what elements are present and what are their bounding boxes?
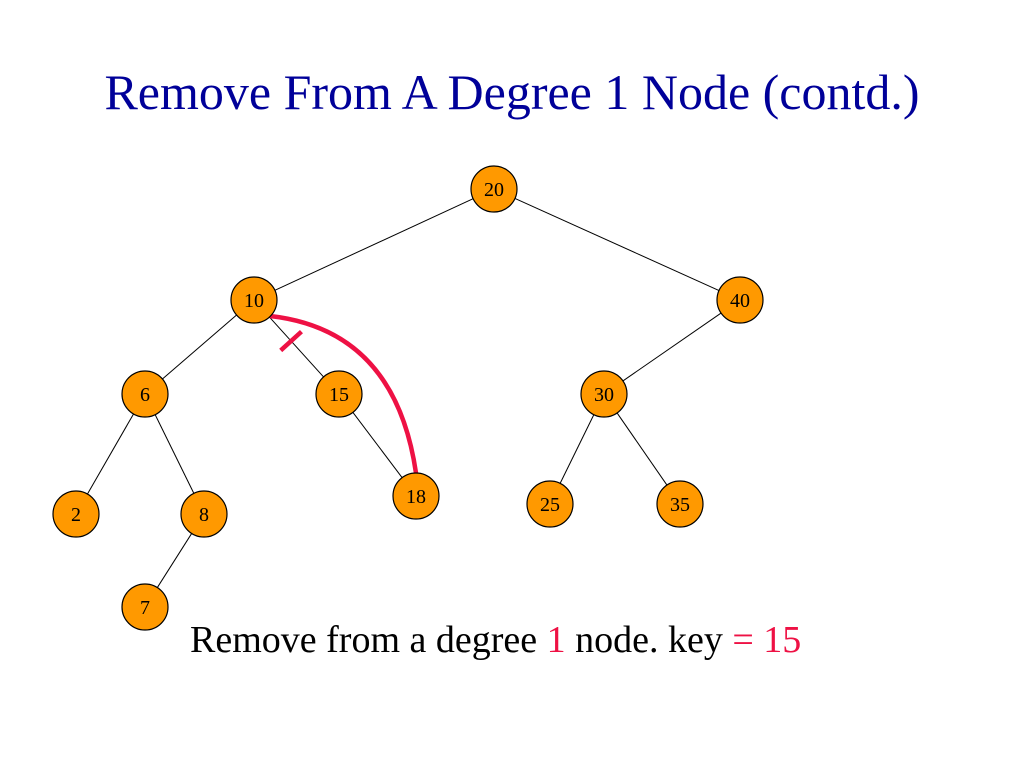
edge-10-6 <box>162 314 237 380</box>
tree-nodes: 20 10 40 6 15 30 2 8 18 25 35 7 <box>52 165 764 631</box>
node-key-label: 15 <box>329 384 349 406</box>
node-key-label: 8 <box>199 504 209 526</box>
node-circle <box>470 165 518 213</box>
tree-node-20: 20 <box>470 165 518 213</box>
node-circle <box>121 583 169 631</box>
node-circle <box>230 276 278 324</box>
node-key-label: 2 <box>71 504 81 526</box>
edge-30-25 <box>559 414 595 484</box>
edge-10-15 <box>269 316 324 378</box>
tree-node-2: 2 <box>52 490 100 538</box>
removal-overlay <box>269 313 419 474</box>
tree-node-40: 40 <box>716 276 764 324</box>
edge-6-8 <box>154 414 195 494</box>
caption-key-value: = 15 <box>732 619 802 661</box>
node-circle <box>392 472 440 520</box>
node-key-label: 20 <box>484 179 504 201</box>
node-circle <box>121 370 169 418</box>
edge-6-2 <box>87 413 134 495</box>
tree-node-7: 7 <box>121 583 169 631</box>
edge-30-35 <box>616 412 668 486</box>
caption-text-2: node. key <box>565 619 733 661</box>
edge-cut-mark <box>279 329 303 353</box>
tree-node-35: 35 <box>656 480 704 528</box>
node-key-label: 25 <box>540 494 560 516</box>
node-circle <box>716 276 764 324</box>
node-circle <box>526 480 574 528</box>
tree-node-25: 25 <box>526 480 574 528</box>
edge-40-30 <box>622 312 722 382</box>
caption-degree-value: 1 <box>546 619 566 661</box>
node-key-label: 10 <box>244 290 264 312</box>
node-circle <box>580 370 628 418</box>
node-key-label: 18 <box>406 486 426 508</box>
node-circle <box>315 370 363 418</box>
node-circle <box>180 490 228 538</box>
tree-node-10: 10 <box>230 276 278 324</box>
caption: Remove from a degree 1 node. key = 15 <box>190 614 801 666</box>
node-key-label: 7 <box>140 597 150 619</box>
tree-edges <box>87 198 722 588</box>
node-key-label: 30 <box>594 384 614 406</box>
node-key-label: 6 <box>140 384 150 406</box>
tree-node-18: 18 <box>392 472 440 520</box>
tree-node-6: 6 <box>121 370 169 418</box>
tree-node-15: 15 <box>315 370 363 418</box>
tree-node-30: 30 <box>580 370 628 418</box>
node-key-label: 35 <box>670 494 690 516</box>
edge-15-18 <box>352 412 403 478</box>
edge-20-10 <box>274 198 474 291</box>
slide-title: Remove From A Degree 1 Node (contd.) <box>104 64 920 120</box>
edge-8-7 <box>156 533 193 588</box>
caption-text-1: Remove from a degree <box>190 619 547 661</box>
node-circle <box>656 480 704 528</box>
new-link-arc <box>269 313 419 474</box>
node-key-label: 40 <box>730 290 750 312</box>
node-circle <box>52 490 100 538</box>
edge-20-40 <box>514 198 720 291</box>
tree-node-8: 8 <box>180 490 228 538</box>
